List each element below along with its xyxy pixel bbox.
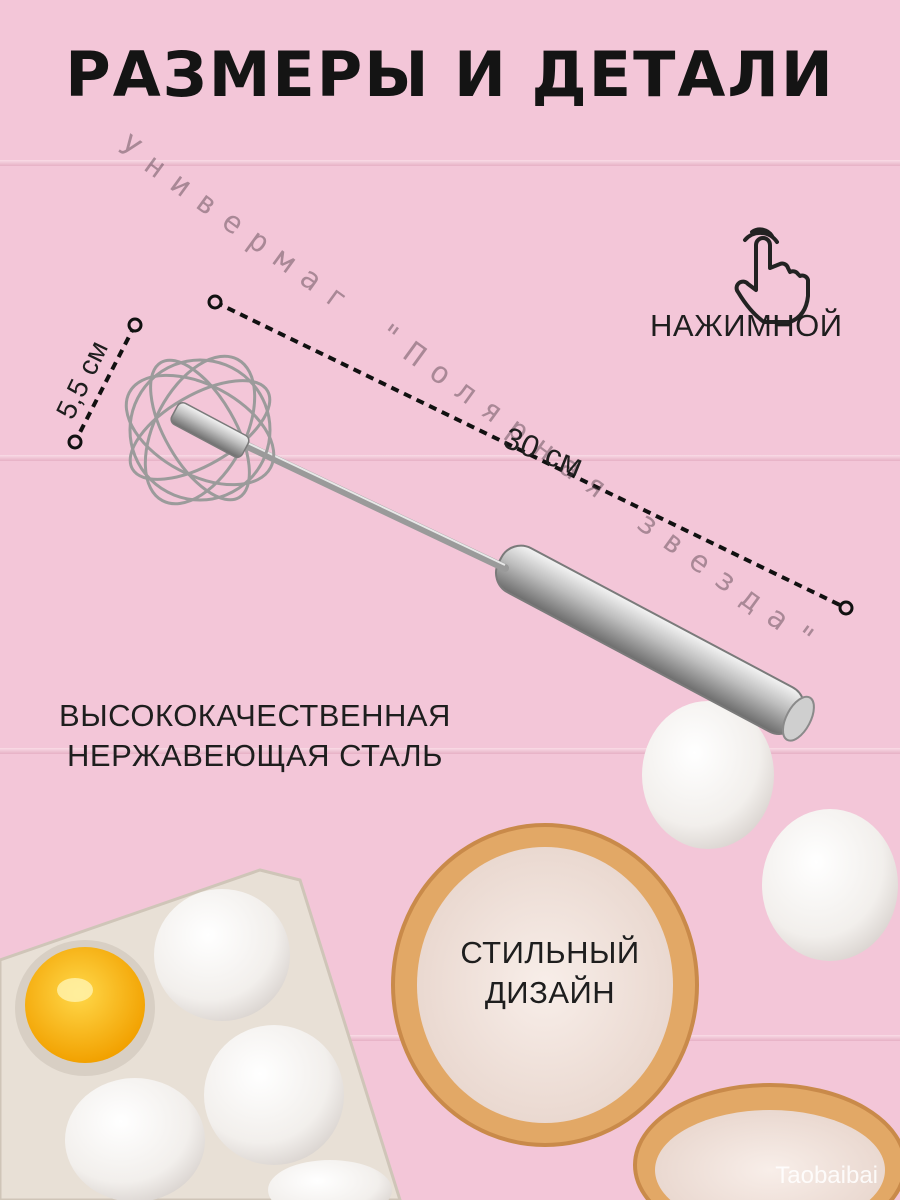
material-label-line2: НЕРЖАВЕЮЩАЯ СТАЛЬ (67, 738, 443, 773)
material-label: ВЫСОКОКАЧЕСТВЕННАЯ НЕРЖАВЕЮЩАЯ СТАЛЬ (40, 698, 470, 774)
corner-tag: Taobaibai (775, 1162, 878, 1189)
egg (65, 1078, 205, 1200)
egg-yolk (25, 947, 145, 1063)
plank-seam (0, 160, 900, 166)
press-feature-label: НАЖИМНОЙ (650, 308, 843, 343)
plank-seam (0, 748, 900, 754)
dimension-line-length (207, 294, 854, 616)
plank-seam (0, 455, 900, 461)
egg (642, 701, 774, 849)
flour-bowl (391, 823, 699, 1147)
whisk-image (124, 354, 815, 742)
design-label: СТИЛЬНЫЙ ДИЗАЙН (440, 935, 660, 1011)
page-title: РАЗМЕРЫ И ДЕТАЛИ (65, 38, 835, 111)
dimension-line-diameter (67, 317, 143, 450)
egg-tray (0, 868, 402, 1200)
design-label-line1: СТИЛЬНЫЙ (460, 935, 640, 970)
egg (268, 1160, 392, 1200)
egg (204, 1025, 344, 1165)
egg (762, 809, 898, 961)
flour-bowl (633, 1083, 900, 1200)
material-label-line1: ВЫСОКОКАЧЕСТВЕННАЯ (59, 698, 451, 733)
egg (154, 889, 290, 1021)
finger-press-icon (734, 227, 810, 324)
design-label-line2: ДИЗАЙН (484, 975, 616, 1010)
